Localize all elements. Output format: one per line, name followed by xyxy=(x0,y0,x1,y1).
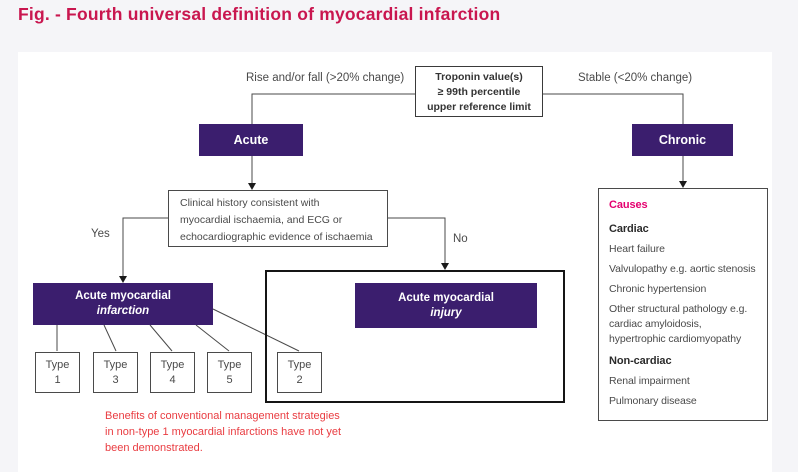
type-1-num: 1 xyxy=(54,373,61,386)
type-1-word: Type xyxy=(45,358,70,371)
type-3-num: 3 xyxy=(112,373,119,386)
clinical-line2: myocardial ischaemia, and ECG or xyxy=(180,214,343,226)
type-5-word: Type xyxy=(217,358,242,371)
type-4-node: Type 4 xyxy=(150,352,195,393)
causes-heading: Causes xyxy=(609,199,648,211)
clinical-history-node: Clinical history consistent with myocard… xyxy=(168,190,388,247)
footnote-line3: been demonstrated. xyxy=(105,442,203,454)
branch-label-stable: Stable (<20% change) xyxy=(578,72,693,84)
causes-item-pulmonary: Pulmonary disease xyxy=(609,395,697,407)
acute-node: Acute xyxy=(199,124,303,156)
troponin-line3: upper reference limit xyxy=(427,101,531,113)
type-1-node: Type 1 xyxy=(35,352,80,393)
troponin-node: Troponin value(s) ≥ 99th percentile uppe… xyxy=(415,66,543,117)
troponin-line1: Troponin value(s) xyxy=(435,71,523,83)
type-5-node: Type 5 xyxy=(207,352,252,393)
causes-item-heart-failure: Heart failure xyxy=(609,243,665,255)
causes-item-valvulopathy: Valvulopathy e.g. aortic stenosis xyxy=(609,263,756,275)
type-4-num: 4 xyxy=(169,373,176,386)
acute-mi-line2: infarction xyxy=(96,305,150,317)
acute-injury-line2: injury xyxy=(430,306,462,319)
footnote-line1: Benefits of conventional management stra… xyxy=(105,410,340,422)
causes-item-structural: Other structural pathology e.g. cardiac … xyxy=(609,303,748,345)
yes-label: Yes xyxy=(91,228,110,240)
causes-item-hypertension: Chronic hypertension xyxy=(609,283,707,295)
acute-injury-line1: Acute myocardial xyxy=(398,291,494,304)
type-3-word: Type xyxy=(103,358,128,371)
type-2-node: Type 2 xyxy=(277,352,322,393)
footnote-warning: Benefits of conventional management stra… xyxy=(105,408,341,456)
type-3-node: Type 3 xyxy=(93,352,138,393)
clinical-line1: Clinical history consistent with xyxy=(180,197,320,209)
causes-noncardiac-title: Non-cardiac xyxy=(609,355,672,367)
figure-title: Fig. - Fourth universal definition of my… xyxy=(18,4,501,24)
footnote-line2: in non-type 1 myocardial infarctions hav… xyxy=(105,426,342,438)
type-5-num: 5 xyxy=(226,373,233,386)
causes-item-renal: Renal impairment xyxy=(609,375,690,387)
acute-mi-line1: Acute myocardial xyxy=(75,290,171,302)
clinical-line3: echocardiographic evidence of ischaemia xyxy=(180,231,373,243)
acute-injury-node: Acute myocardial injury xyxy=(355,283,537,328)
type-2-word: Type xyxy=(287,358,312,371)
branch-label-rise-fall: Rise and/or fall (>20% change) xyxy=(246,72,405,84)
causes-panel: Causes Cardiac Heart failure Valvulopath… xyxy=(598,188,768,421)
chronic-node: Chronic xyxy=(632,124,733,156)
no-label: No xyxy=(453,233,468,245)
causes-cardiac-title: Cardiac xyxy=(609,223,649,235)
type-2-num: 2 xyxy=(296,373,303,386)
acute-mi-node: Acute myocardial infarction xyxy=(33,283,213,325)
type-4-word: Type xyxy=(160,358,185,371)
troponin-line2: ≥ 99th percentile xyxy=(437,86,521,98)
